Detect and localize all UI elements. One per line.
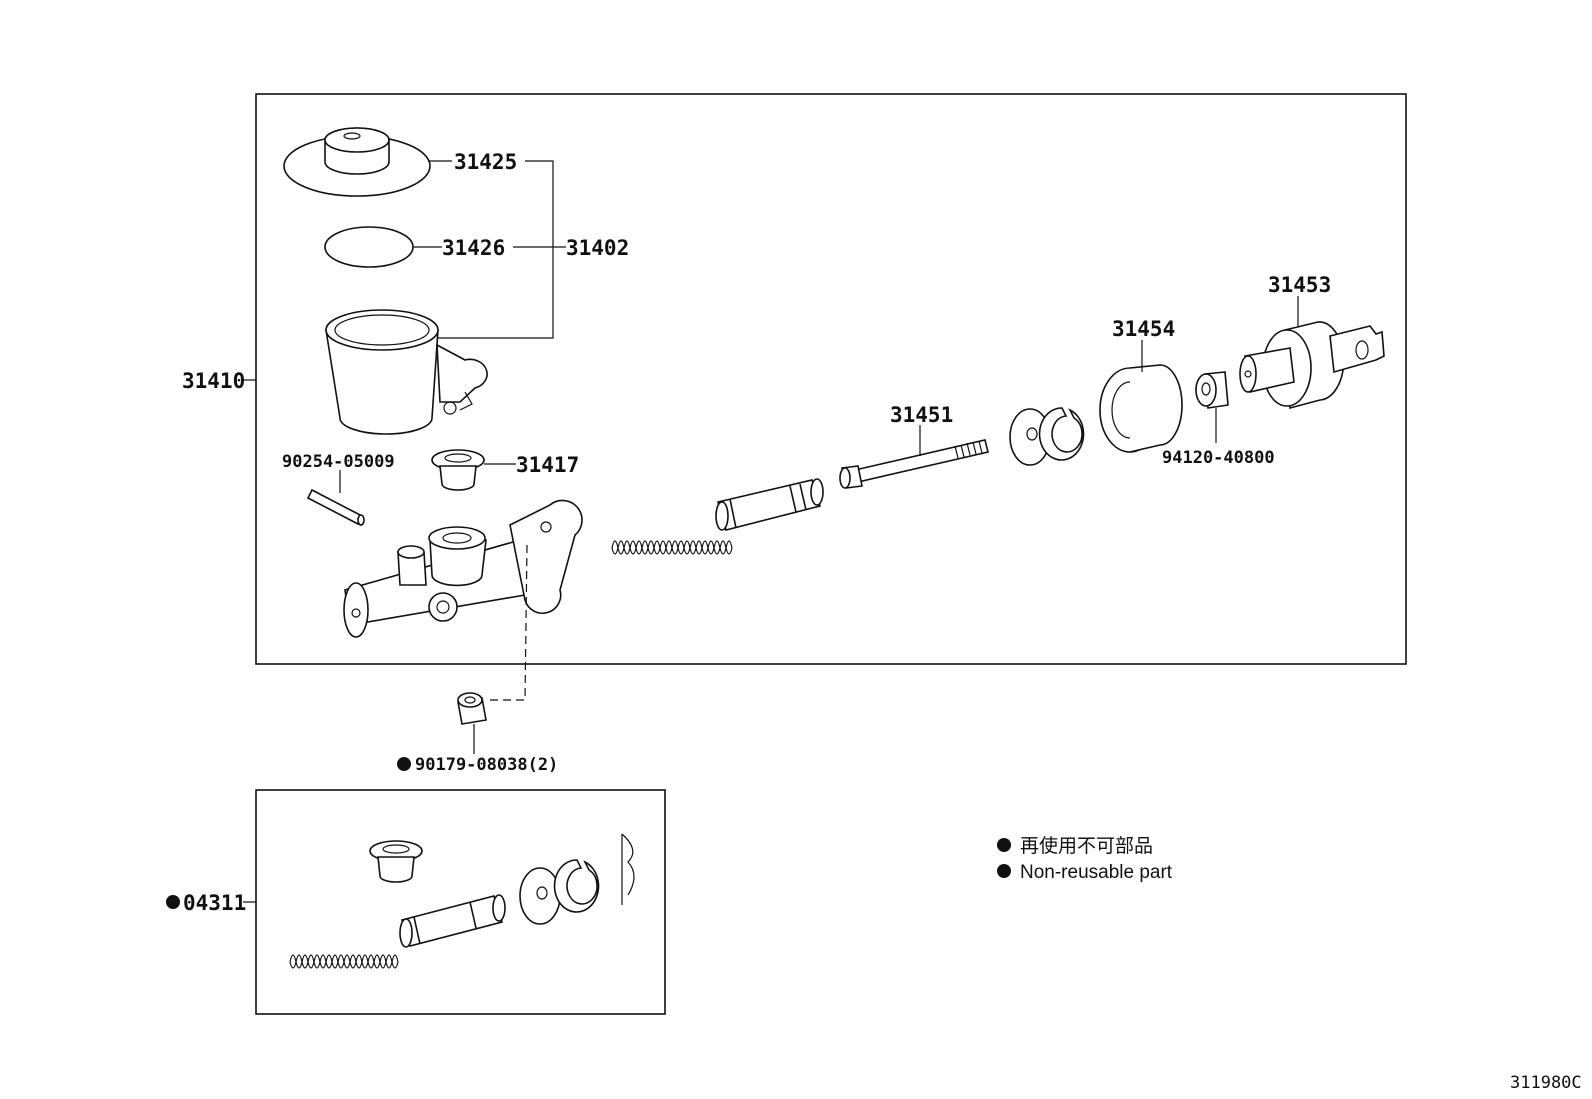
grommet-part[interactable] [431, 449, 485, 491]
nut-part[interactable] [457, 692, 487, 725]
legend-marker-icon-jp [997, 838, 1011, 852]
main-assembly-frame [255, 93, 1407, 665]
kit-snap-ring-part[interactable] [553, 859, 600, 913]
non-reusable-marker-icon [397, 757, 411, 771]
label-90179-08038[interactable]: 90179-08038(2) [415, 755, 558, 775]
diagram-id: 311980C [1510, 1073, 1582, 1093]
label-repair-kit[interactable]: 04311 [183, 891, 246, 915]
kit-clip-part[interactable] [621, 833, 635, 905]
clevis-part[interactable] [1239, 321, 1385, 410]
piston-part[interactable] [715, 478, 824, 531]
label-31425[interactable]: 31425 [454, 150, 517, 174]
label-31417[interactable]: 31417 [516, 453, 579, 477]
push-rod-part[interactable] [839, 439, 989, 489]
master-cylinder-body-part[interactable] [343, 499, 583, 638]
label-31402[interactable]: 31402 [566, 236, 629, 260]
legend: 再使用不可部品 Non-reusable part [997, 835, 1173, 883]
label-main-assembly[interactable]: 31410 [182, 369, 245, 393]
reservoir-body-part[interactable] [325, 309, 488, 435]
label-90254-05009[interactable]: 90254-05009 [282, 452, 395, 472]
kit-washer-part[interactable] [519, 867, 561, 925]
repair-kit-frame [255, 789, 666, 1015]
label-31451[interactable]: 31451 [890, 403, 953, 427]
pin-part[interactable] [306, 488, 365, 526]
reservoir-cap-part[interactable] [283, 127, 431, 197]
kit-piston-part[interactable] [399, 894, 506, 948]
non-reusable-kit-marker-icon [166, 895, 180, 909]
diaphragm-part[interactable] [324, 226, 414, 268]
label-31453[interactable]: 31453 [1268, 273, 1331, 297]
spring-part[interactable] [611, 540, 733, 555]
legend-japanese: 再使用不可部品 [1020, 835, 1153, 857]
legend-english: Non-reusable part [1020, 862, 1173, 883]
kit-spring-part[interactable] [289, 954, 399, 969]
legend-marker-icon-en [997, 864, 1011, 878]
label-31426[interactable]: 31426 [442, 236, 505, 260]
label-31454[interactable]: 31454 [1112, 317, 1175, 341]
label-94120-40800[interactable]: 94120-40800 [1162, 448, 1275, 468]
snap-ring-part[interactable] [1038, 407, 1085, 461]
hex-nut-part[interactable] [1195, 371, 1229, 409]
boot-part[interactable] [1099, 364, 1183, 453]
kit-grommet-part[interactable] [369, 840, 423, 883]
